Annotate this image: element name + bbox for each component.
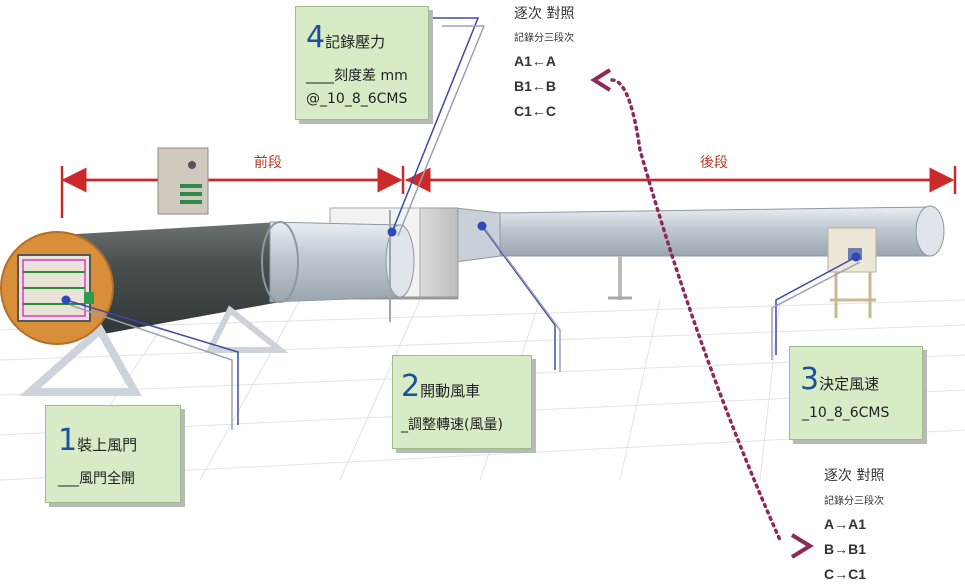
compare-note: 記錄分三段次 <box>824 496 884 507</box>
compare-note: 記錄分三段次 <box>514 33 574 44</box>
step-detail: ___風門全開 <box>58 471 135 487</box>
compare-arrow <box>590 68 814 559</box>
callout-step-2: 2開動風車 _調整轉速(風量) <box>392 355 532 449</box>
control-panel <box>157 147 209 215</box>
compare-title: 逐次 對照 <box>824 468 885 484</box>
compare-row: A1←A <box>514 53 557 69</box>
damper-disc <box>0 231 114 345</box>
compare-row: B→B1 <box>824 541 867 557</box>
compare-row: C1←C <box>514 103 557 119</box>
compare-title: 逐次 對照 <box>514 6 575 22</box>
step-title: 裝上風門 <box>77 436 138 454</box>
callout-step-3: 3決定風速 _10_8_6CMS <box>789 346 923 440</box>
leader-lines <box>65 17 861 430</box>
rear-segment-label: 後段 <box>700 155 728 171</box>
rear-duct <box>454 205 945 300</box>
front-duct <box>19 210 415 396</box>
step-title: 記錄壓力 <box>325 33 386 51</box>
rear-dimension-line <box>405 166 957 194</box>
step-detail-speeds: @_10_8_6CMS <box>306 91 408 107</box>
step-detail-scale: ____刻度差 mm <box>306 68 408 84</box>
compare-row: B1←B <box>514 78 557 94</box>
callout-step-4: 4記錄壓力 ____刻度差 mm @_10_8_6CMS <box>295 6 429 120</box>
step-number: 3 <box>800 362 820 397</box>
step-detail: _10_8_6CMS <box>802 405 890 421</box>
callout-step-1: 1裝上風門 ___風門全開 <box>45 405 181 503</box>
compare-row: A→A1 <box>824 516 867 532</box>
front-dimension-line <box>60 166 405 218</box>
step-title: 開動風車 <box>420 382 481 400</box>
velocity-stand <box>827 227 877 318</box>
step-number: 4 <box>306 20 326 55</box>
compare-row: C→C1 <box>824 566 867 582</box>
step-title: 決定風速 <box>819 375 880 393</box>
step-number: 2 <box>401 369 421 404</box>
step-detail: _調整轉速(風量) <box>401 417 503 433</box>
leader-dots <box>61 221 861 305</box>
step-number: 1 <box>58 423 78 458</box>
front-segment-label: 前段 <box>254 155 282 171</box>
